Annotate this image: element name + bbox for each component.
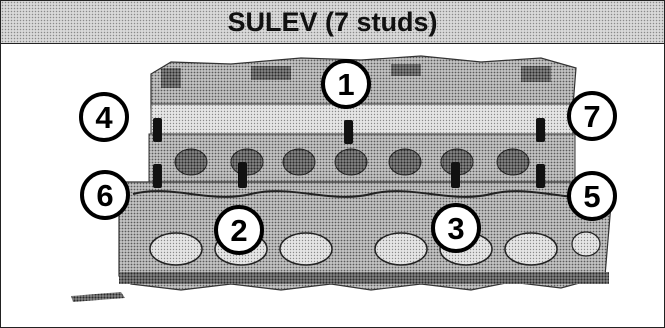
callout-7-label: 7 xyxy=(583,99,600,134)
stud-1 xyxy=(344,120,353,144)
callout-4-label: 4 xyxy=(95,100,113,135)
title-bar: SULEV (7 studs) xyxy=(1,1,664,44)
cam-carrier xyxy=(150,55,577,135)
stud-6 xyxy=(153,164,162,188)
stud-3 xyxy=(451,162,460,188)
callout-7: 7 xyxy=(567,91,617,141)
gasket-face xyxy=(71,181,612,302)
callout-4: 4 xyxy=(79,92,129,142)
diagram-title: SULEV (7 studs) xyxy=(227,7,438,37)
callout-2-label: 2 xyxy=(230,213,247,248)
cam-journals xyxy=(148,133,576,183)
callout-3: 3 xyxy=(431,203,481,253)
callout-5: 5 xyxy=(567,171,617,221)
stud-4 xyxy=(153,118,162,142)
stud-2 xyxy=(238,162,247,188)
stud-5 xyxy=(536,164,545,188)
stud-7 xyxy=(536,118,545,142)
callout-1: 1 xyxy=(321,59,371,109)
callout-3-label: 3 xyxy=(447,211,464,246)
callout-1-label: 1 xyxy=(337,67,354,102)
cylinder-head-drawing: 1 2 3 4 5 6 7 xyxy=(71,55,617,302)
callout-6: 6 xyxy=(80,170,130,220)
callout-2: 2 xyxy=(214,205,264,255)
callout-6-label: 6 xyxy=(96,178,113,213)
callout-5-label: 5 xyxy=(583,179,600,214)
